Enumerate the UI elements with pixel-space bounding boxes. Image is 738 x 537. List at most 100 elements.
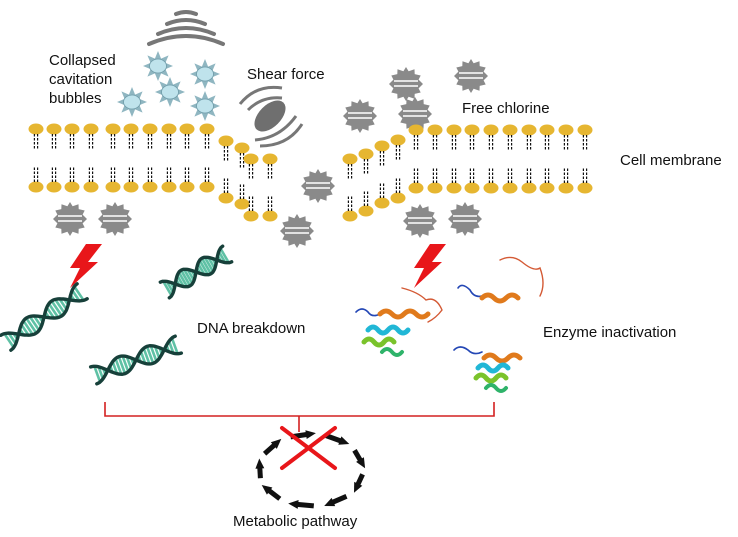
lipid — [27, 166, 45, 194]
protein-icon — [453, 346, 523, 393]
lipid — [407, 167, 425, 195]
shear-force-label: Shear force — [247, 66, 325, 83]
lipid — [520, 167, 538, 195]
lipid — [45, 166, 63, 194]
pathway-arrow — [288, 500, 315, 509]
chlorine-gear-icon — [402, 203, 438, 239]
lipid — [341, 152, 359, 180]
lipid — [242, 152, 260, 180]
lightning-icon — [70, 244, 102, 288]
lipid — [463, 123, 481, 151]
bubbles-label: Collapsed cavitation bubbles — [49, 52, 120, 107]
lipid — [557, 123, 575, 151]
cross-icon — [280, 426, 337, 470]
lipid — [538, 167, 556, 195]
chlorine-gear-icon — [97, 201, 133, 237]
lipid — [426, 167, 444, 195]
lipid — [445, 167, 463, 195]
lipid — [407, 123, 425, 151]
pathway-arrow — [325, 433, 350, 445]
shear-force-icon — [238, 85, 304, 148]
lipid — [141, 166, 159, 194]
metabolic-pathway-label: Metabolic pathway — [233, 513, 358, 530]
bubble-icon — [154, 76, 186, 108]
lightning-icon — [414, 244, 446, 288]
protein-icon — [355, 287, 443, 357]
lipid — [82, 122, 100, 150]
lipid — [217, 177, 235, 205]
lipid — [445, 123, 463, 151]
lipid — [217, 134, 235, 162]
lipid — [82, 166, 100, 194]
lipid — [160, 166, 178, 194]
pathway-arrow — [261, 485, 282, 501]
lipid — [122, 166, 140, 194]
lipid — [160, 122, 178, 150]
chlorine-gear-icon — [300, 168, 336, 204]
cavitation-bubbles — [116, 50, 221, 122]
chlorine-gear-icon — [279, 213, 315, 249]
lipid — [63, 166, 81, 194]
lipid — [357, 190, 375, 218]
chlorine-gear-icon — [453, 58, 489, 94]
lipid — [141, 122, 159, 150]
lipid — [501, 167, 519, 195]
dna-icon — [88, 334, 184, 386]
lipid — [463, 167, 481, 195]
lipid — [63, 122, 81, 150]
pathway-arrow — [352, 449, 366, 469]
lipid — [557, 167, 575, 195]
lipid — [373, 139, 391, 167]
lipid — [482, 167, 500, 195]
lipid — [104, 166, 122, 194]
lipid — [482, 123, 500, 151]
chlorine-gears-top — [342, 58, 489, 134]
protein-icon — [457, 256, 544, 304]
bubble-icon — [189, 58, 221, 90]
lipid — [122, 122, 140, 150]
lipid — [538, 123, 556, 151]
dna-breakdown-label: DNA breakdown — [197, 320, 305, 337]
lipid — [104, 122, 122, 150]
free-chlorine-label: Free chlorine — [462, 100, 550, 117]
lipid — [198, 122, 216, 150]
lipid — [178, 166, 196, 194]
lipid — [233, 183, 251, 211]
bubble-icon — [142, 50, 174, 82]
lipid — [389, 133, 407, 161]
lipid — [261, 195, 279, 223]
lipid — [576, 123, 594, 151]
lipid — [520, 123, 538, 151]
lipid — [389, 177, 407, 205]
dna-strands — [0, 244, 234, 386]
bubble-icon — [189, 90, 221, 122]
metabolic-cycle — [255, 430, 366, 509]
lipid — [357, 147, 375, 175]
lipid — [27, 122, 45, 150]
lipid — [198, 166, 216, 194]
lipid — [576, 167, 594, 195]
pathway-arrow — [324, 494, 348, 507]
chlorine-gear-icon — [52, 201, 88, 237]
pathway-arrow — [354, 473, 365, 493]
chlorine-gear-icon — [388, 66, 424, 102]
bubble-icon — [116, 86, 148, 118]
dna-icon — [0, 282, 89, 352]
dna-icon — [158, 244, 234, 300]
bracket — [104, 402, 495, 417]
pathway-arrow — [255, 458, 265, 479]
lipid — [178, 122, 196, 150]
pathway-arrow — [262, 438, 282, 456]
lipid — [261, 152, 279, 180]
lipid — [426, 123, 444, 151]
chlorine-gear-icon — [342, 98, 378, 134]
cell-membrane-label: Cell membrane — [620, 152, 722, 169]
chlorine-gear-icon — [447, 201, 483, 237]
lipid — [373, 182, 391, 210]
lipid — [45, 122, 63, 150]
sound-wave-icon — [147, 10, 225, 46]
enzyme-inactivation-label: Enzyme inactivation — [543, 324, 676, 341]
lipid — [501, 123, 519, 151]
lipid — [341, 195, 359, 223]
